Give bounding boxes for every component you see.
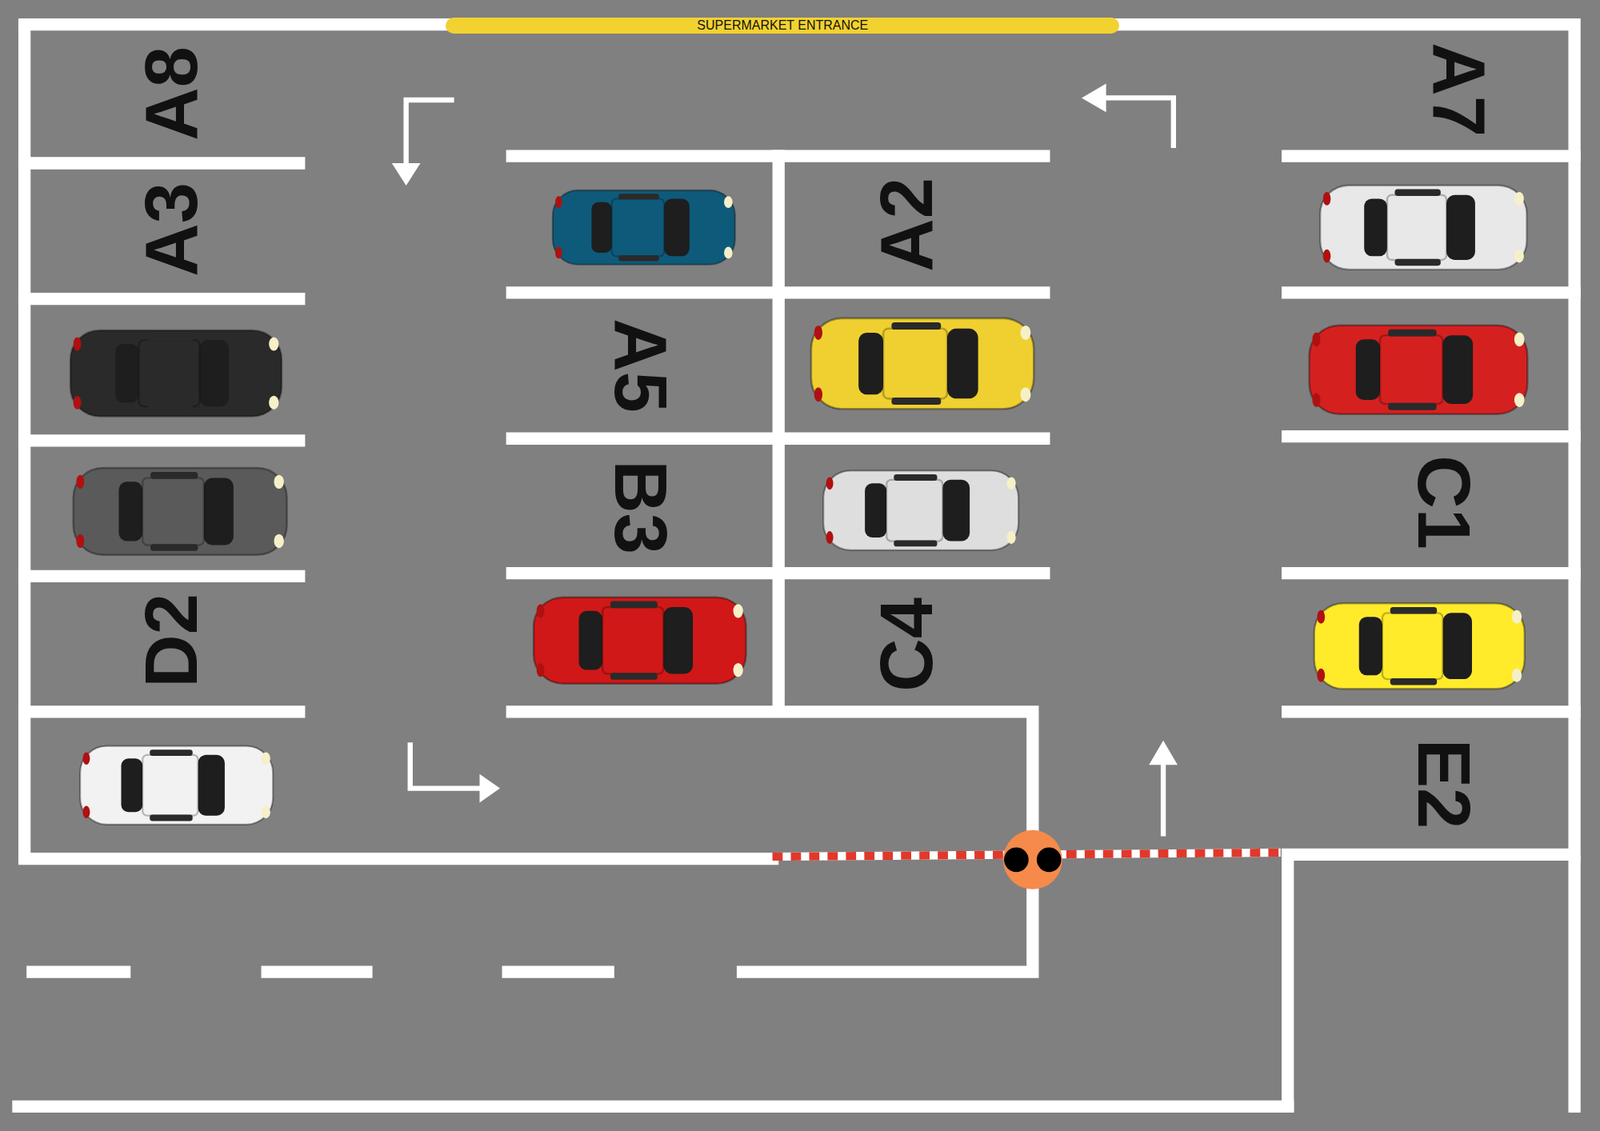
car xyxy=(1309,325,1528,415)
direction-arrows xyxy=(406,97,1174,836)
bay-label: C4 xyxy=(869,597,944,692)
car xyxy=(823,470,1019,550)
car xyxy=(80,746,273,825)
car xyxy=(1320,185,1527,270)
entrance-band: SUPERMARKET ENTRANCE xyxy=(445,17,1120,34)
bay-label: C1 xyxy=(1407,455,1481,550)
bay-label: D2 xyxy=(134,593,208,688)
entrance-text: SUPERMARKET ENTRANCE xyxy=(696,18,868,32)
car xyxy=(1314,603,1525,689)
lot-markings xyxy=(18,24,1575,1108)
bay-label: E2 xyxy=(1407,738,1481,829)
bay-label: B3 xyxy=(604,460,678,555)
bay-label: A8 xyxy=(134,47,208,142)
car xyxy=(552,190,736,265)
bay-label: A2 xyxy=(869,177,944,272)
parked-cars xyxy=(70,185,1528,825)
arrow-heads xyxy=(392,84,1178,804)
bay-label: A3 xyxy=(134,182,208,277)
car xyxy=(811,318,1034,409)
bay-label: A5 xyxy=(604,318,678,413)
bay-label: A7 xyxy=(1422,42,1496,137)
car xyxy=(73,468,288,556)
car xyxy=(70,330,282,417)
car xyxy=(533,597,746,684)
barrier xyxy=(772,830,1281,890)
